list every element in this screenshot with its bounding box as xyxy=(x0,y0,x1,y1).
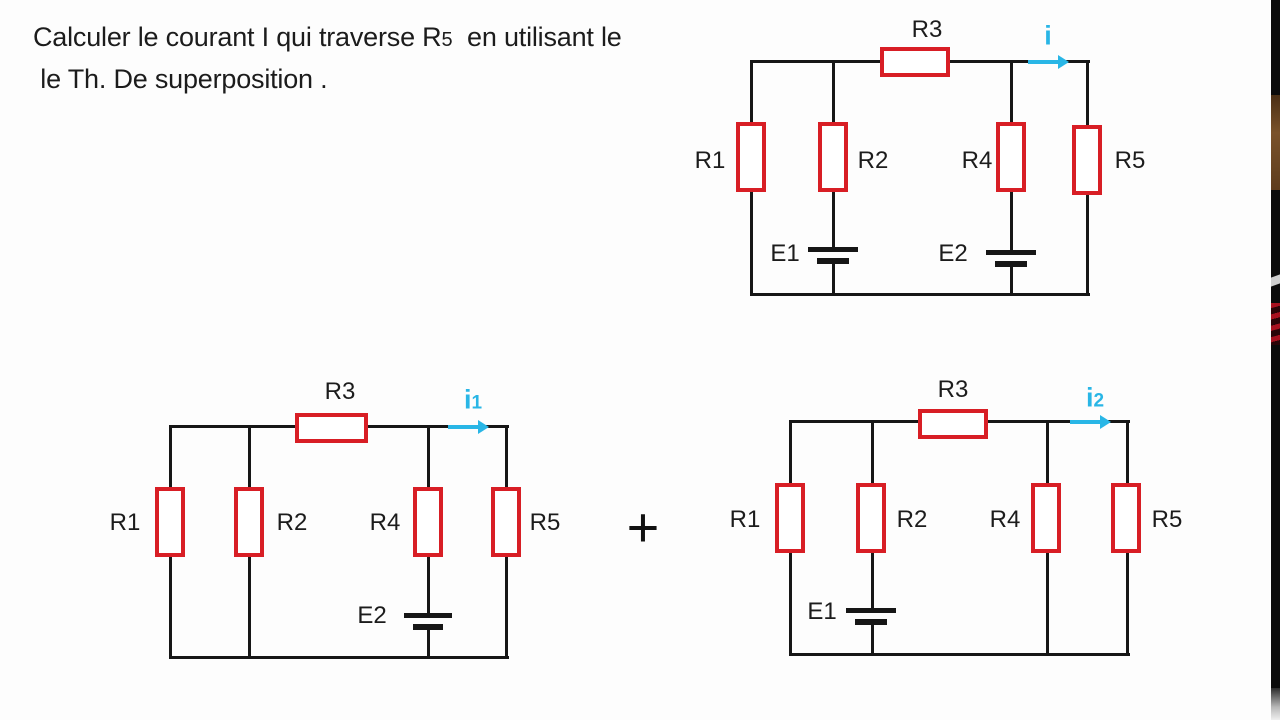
bottom-rail-wire xyxy=(750,293,1090,296)
current-arrow-line xyxy=(448,425,478,429)
battery-e2-short-plate xyxy=(413,624,443,630)
label-e1: E1 xyxy=(807,598,837,625)
resistor-r5-box xyxy=(1111,483,1141,553)
current-arrow-line xyxy=(1028,60,1058,64)
r4-branch-wire-lower xyxy=(1010,267,1013,296)
plus-operator: + xyxy=(626,495,660,559)
r2-branch-wire-lower xyxy=(871,625,874,656)
resistor-r1-box xyxy=(736,122,766,192)
current-subscript: 2 xyxy=(1093,390,1105,412)
current-arrow-head-icon xyxy=(1100,415,1111,429)
title-line-1-text: Calculer le courant I qui traverse R xyxy=(33,22,442,52)
resistor-r5-box xyxy=(1072,125,1102,195)
strip-light-artifact xyxy=(1271,688,1280,720)
resistor-r4-box xyxy=(1031,483,1061,553)
current-arrow-head-icon xyxy=(478,420,489,434)
bottom-rail-wire xyxy=(789,653,1130,656)
title-line-2: le Th. De superposition . xyxy=(33,64,328,94)
current-arrow-head-icon xyxy=(1058,55,1069,69)
circuit-full: R1 R2 R3 R4 R5 E1 E2 i xyxy=(690,15,1180,315)
strip-white-artifact xyxy=(1271,274,1280,287)
battery-e2-long-plate xyxy=(986,250,1036,255)
label-current-i2: i2 xyxy=(1086,383,1104,414)
label-r2: R2 xyxy=(857,147,889,174)
resistor-r4-box xyxy=(996,122,1026,192)
battery-e1-long-plate xyxy=(808,247,858,252)
circuit-sub1: R1 R2 R3 R4 R5 E2 i1 xyxy=(90,375,600,675)
strip-red-artifact xyxy=(1271,303,1280,345)
current-arrow-line xyxy=(1070,420,1100,424)
title-line-1: Calculer le courant I qui traverse R5 en… xyxy=(33,18,622,60)
label-e1: E1 xyxy=(770,240,800,267)
current-base: i xyxy=(1044,20,1052,51)
resistor-r3-box xyxy=(295,413,368,443)
resistor-r3-box xyxy=(918,409,988,439)
resistor-r2-box xyxy=(234,487,264,557)
battery-e2-long-plate xyxy=(404,613,452,618)
strip-brown-artifact xyxy=(1271,95,1280,190)
label-r2: R2 xyxy=(896,506,928,533)
r4-branch-wire-lower xyxy=(427,630,430,659)
battery-e2-short-plate xyxy=(995,261,1027,267)
label-e2: E2 xyxy=(938,240,968,267)
resistor-r1-box xyxy=(775,483,805,553)
title-line-1-rest: en utilisant le xyxy=(452,22,622,52)
label-r1: R1 xyxy=(109,509,141,536)
label-r2: R2 xyxy=(276,509,308,536)
label-r5: R5 xyxy=(1114,147,1146,174)
label-r4: R4 xyxy=(961,147,993,174)
title-r5-subscript: 5 xyxy=(441,29,453,51)
resistor-r1-box xyxy=(155,487,185,557)
label-r1: R1 xyxy=(694,147,726,174)
label-r5: R5 xyxy=(1151,506,1183,533)
label-current-i: i xyxy=(1044,21,1052,52)
current-base: i xyxy=(1085,382,1094,413)
label-r5: R5 xyxy=(529,509,561,536)
video-edge-strip xyxy=(1271,0,1280,720)
resistor-r2-box xyxy=(818,122,848,192)
label-e2: E2 xyxy=(357,602,387,629)
circuit-sub2: R1 R2 R3 R4 R5 E1 i2 xyxy=(710,370,1220,670)
battery-e1-long-plate xyxy=(846,608,896,613)
r2-branch-wire-lower xyxy=(832,264,835,296)
label-current-i1: i1 xyxy=(464,385,482,416)
label-r1: R1 xyxy=(729,506,761,533)
current-base: i xyxy=(463,384,472,415)
label-r3: R3 xyxy=(324,378,356,405)
battery-e1-short-plate xyxy=(817,258,849,264)
label-r4: R4 xyxy=(989,506,1021,533)
resistor-r5-box xyxy=(491,487,521,557)
resistor-r3-box xyxy=(880,47,950,77)
current-subscript: 1 xyxy=(471,392,483,414)
bottom-rail-wire xyxy=(169,656,509,659)
label-r3: R3 xyxy=(911,16,943,43)
label-r3: R3 xyxy=(937,376,969,403)
resistor-r2-box xyxy=(856,483,886,553)
resistor-r4-box xyxy=(413,487,443,557)
problem-statement: Calculer le courant I qui traverse R5 en… xyxy=(33,18,622,99)
battery-e1-short-plate xyxy=(855,619,887,625)
label-r4: R4 xyxy=(369,509,401,536)
